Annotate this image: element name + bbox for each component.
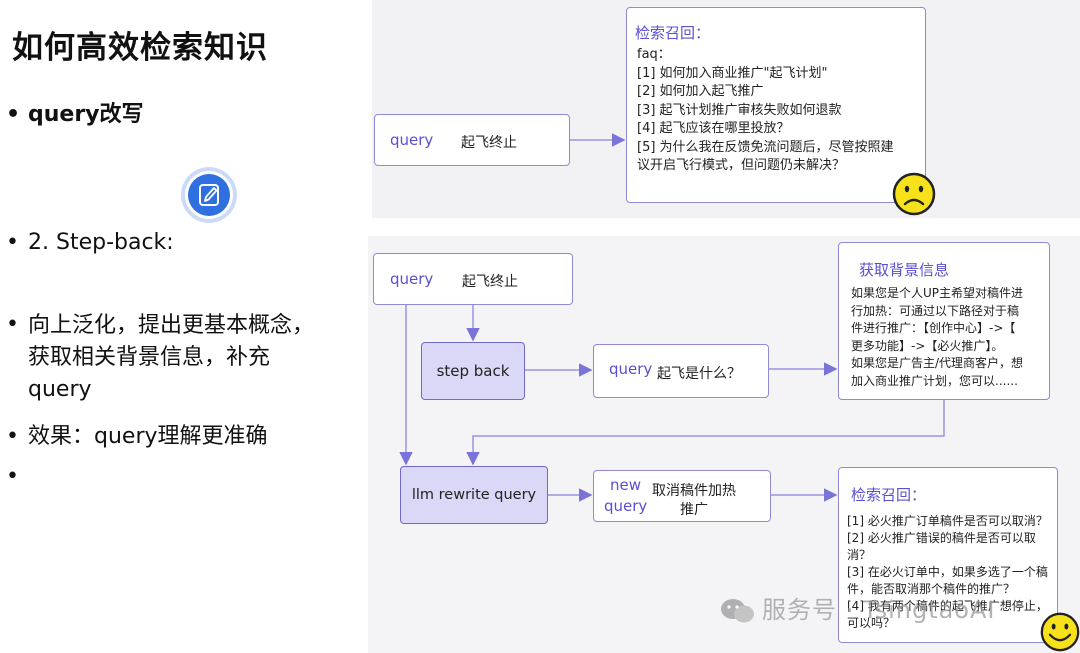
- stepback-query-text: 起飞是什么？: [657, 366, 741, 382]
- recall-line: 件，能否取消那个稿件的推广？: [847, 582, 1016, 596]
- watermark: 服务号 · TsingtaoAI: [720, 590, 996, 625]
- new-query-box: new query 取消稿件加热 推广: [593, 470, 771, 522]
- background-line: 件进行推广：【创作中心】->【: [851, 321, 1016, 335]
- bottom-query-box: query 起飞终止: [373, 253, 573, 305]
- background-text: 如果您是个人UP主希望对稿件进 行加热：可通过以下路径对于稿 件进行推广：【创作…: [851, 285, 1023, 390]
- background-line: 行加热：可通过以下路径对于稿: [851, 303, 1020, 318]
- step-back-label: step back: [436, 362, 510, 380]
- background-line: 加入商业推广计划，您可以......: [851, 373, 1018, 388]
- happy-face-icon: [1040, 612, 1080, 652]
- background-title: 获取背景信息: [859, 261, 950, 279]
- bullet-dot: •: [6, 464, 19, 489]
- bullet-text: 效果：query理解更准确: [28, 424, 268, 449]
- top-recall-box: 检索召回： faq： [1] 如何加入商业推广"起飞计划" [2] 如何加入起飞…: [626, 7, 926, 203]
- wechat-icon: [721, 599, 754, 623]
- query-label: query: [604, 497, 648, 515]
- recall-line: [1] 必火推广订单稿件是否可以取消？: [847, 514, 1048, 528]
- llm-rewrite-label: llm rewrite query: [411, 487, 537, 503]
- bullet-dot: •: [6, 230, 19, 255]
- recall-line: 议开启飞行模式，但问题仍未解决？: [637, 158, 846, 173]
- recall-line: [3] 起飞计划推广审核失败如何退款: [637, 102, 842, 118]
- recall-line: [3] 在必火订单中，如果多选了一个稿: [847, 565, 1048, 579]
- query-label: query: [609, 360, 653, 378]
- bottom-recall-box: 检索召回： [1] 必火推广订单稿件是否可以取消？ [2] 必火推广错误的稿件是…: [838, 467, 1058, 643]
- slide-title: 如何高效检索知识: [12, 30, 268, 66]
- query-label: query: [390, 270, 434, 288]
- step-back-box: step back: [421, 342, 525, 400]
- bullet-dot: •: [6, 424, 19, 449]
- new-query-text-2: 推广: [680, 502, 708, 518]
- stepback-query-box: query 起飞是什么？: [593, 344, 769, 398]
- edit-pencil-icon: [181, 167, 237, 223]
- llm-rewrite-box: llm rewrite query: [400, 466, 548, 524]
- bullet-dot: •: [6, 312, 19, 337]
- recall-title: 检索召回：: [851, 486, 927, 504]
- background-line: 如果您是广告主/代理商客户，想: [851, 356, 1024, 370]
- recall-line: [1] 如何加入商业推广"起飞计划": [637, 65, 828, 81]
- recall-line: [2] 必火推广错误的稿件是否可以取: [847, 531, 1036, 545]
- recall-line: [5] 为什么我在反馈免流问题后，尽管按照建: [637, 139, 894, 155]
- new-query-text-1: 取消稿件加热: [652, 483, 736, 499]
- background-line: 更多功能】->【必火推广】。: [851, 338, 1004, 353]
- recall-line: [4] 起飞应该在哪里投放？: [637, 121, 790, 136]
- recall-line: [2] 如何加入起飞推广: [637, 84, 764, 99]
- query-label: query: [390, 131, 434, 149]
- recall-line: [4] 我有两个稿件的起飞推广想停止，: [847, 599, 1048, 613]
- background-info-box: 获取背景信息 如果您是个人UP主希望对稿件进 行加热：可通过以下路径对于稿 件进…: [838, 242, 1050, 400]
- bullet-text: 2. Step-back:: [28, 230, 174, 255]
- recall-list: [1] 必火推广订单稿件是否可以取消？ [2] 必火推广错误的稿件是否可以取 消…: [847, 513, 1048, 632]
- bullet-text: query改写: [28, 102, 144, 127]
- recall-title: 检索召回：: [635, 24, 711, 42]
- recall-line: faq：: [637, 47, 671, 62]
- bullet-text: 向上泛化，提出更基本概念，获取相关背景信息，补充query: [28, 313, 315, 402]
- sad-face-icon: [892, 172, 936, 216]
- bullet-dot: •: [6, 102, 21, 127]
- watermark-text: 服务号 · TsingtaoAI: [762, 596, 996, 624]
- background-line: 如果您是个人UP主希望对稿件进: [851, 286, 1024, 300]
- recall-line: 可以吗？: [847, 616, 896, 630]
- query-text: 起飞终止: [461, 135, 517, 151]
- query-text: 起飞终止: [462, 274, 518, 290]
- new-label: new: [610, 476, 642, 494]
- recall-line: 消？: [847, 548, 872, 562]
- recall-list: faq： [1] 如何加入商业推广"起飞计划" [2] 如何加入起飞推广 [3]…: [637, 46, 894, 176]
- arrow-background-llm: [466, 400, 945, 466]
- top-query-box: query 起飞终止: [374, 114, 570, 166]
